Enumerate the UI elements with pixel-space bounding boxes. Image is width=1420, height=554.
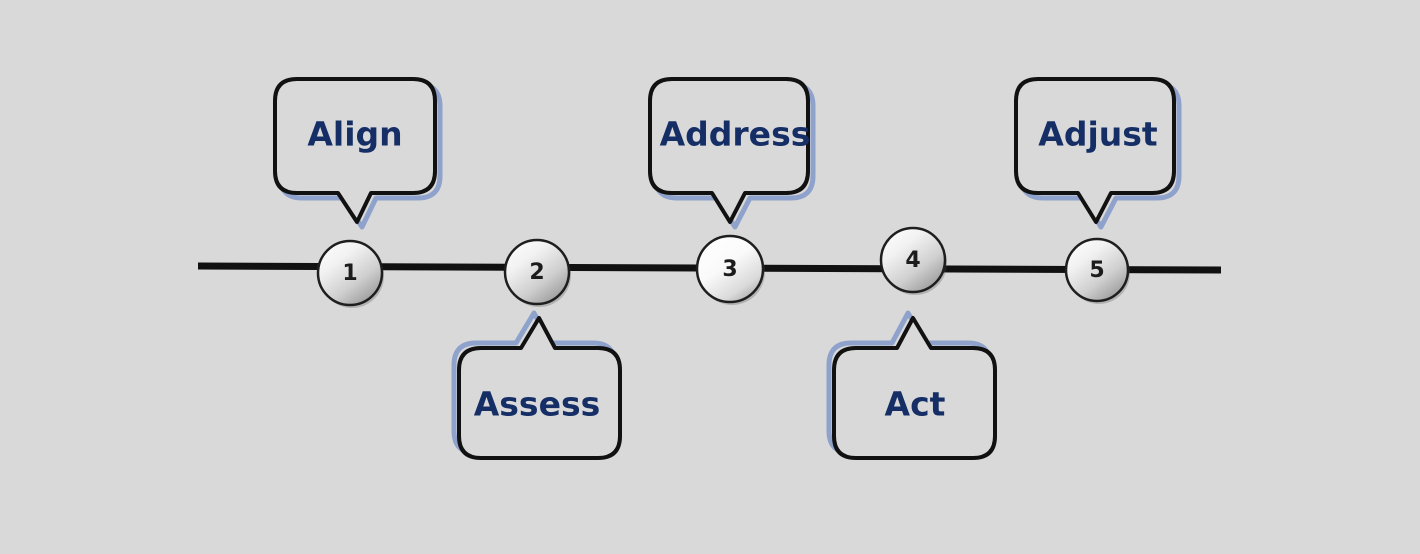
speech-bubble-address[interactable]: Address xyxy=(648,77,816,230)
timeline-node-2[interactable]: 2 xyxy=(503,238,571,307)
node-circle xyxy=(879,226,947,294)
speech-bubble-align[interactable]: Align xyxy=(273,77,443,230)
timeline-node-4[interactable]: 4 xyxy=(879,226,947,295)
bubble-outline xyxy=(457,316,622,460)
bubble-label-act: Act xyxy=(885,385,946,424)
speech-bubble-act[interactable]: Act xyxy=(826,310,997,460)
node-circle xyxy=(1064,237,1130,303)
bubble-outline xyxy=(1014,77,1176,224)
timeline-node-3[interactable]: 3 xyxy=(695,234,765,305)
timeline-nodes-group: 1 2 3 4 5 xyxy=(316,226,1130,308)
bubble-outline xyxy=(648,77,810,224)
node-number-label: 2 xyxy=(529,260,544,285)
speech-bubble-assess[interactable]: Assess xyxy=(451,310,622,460)
bubble-label-address: Address xyxy=(660,115,811,154)
bubble-label-align: Align xyxy=(307,115,402,154)
bubble-outline xyxy=(273,77,437,224)
bubble-label-adjust: Adjust xyxy=(1038,115,1158,154)
node-number-label: 3 xyxy=(722,257,737,282)
node-number-label: 4 xyxy=(905,248,920,273)
speech-bubble-adjust[interactable]: Adjust xyxy=(1014,77,1182,230)
timeline-node-1[interactable]: 1 xyxy=(316,239,384,308)
bubble-label-assess: Assess xyxy=(474,385,601,424)
timeline-node-5[interactable]: 5 xyxy=(1064,237,1130,304)
bubble-outline xyxy=(832,316,997,460)
node-circle xyxy=(316,239,384,307)
node-number-label: 1 xyxy=(342,261,357,286)
node-circle xyxy=(503,238,571,306)
node-circle xyxy=(695,234,765,304)
node-number-label: 5 xyxy=(1089,258,1104,283)
